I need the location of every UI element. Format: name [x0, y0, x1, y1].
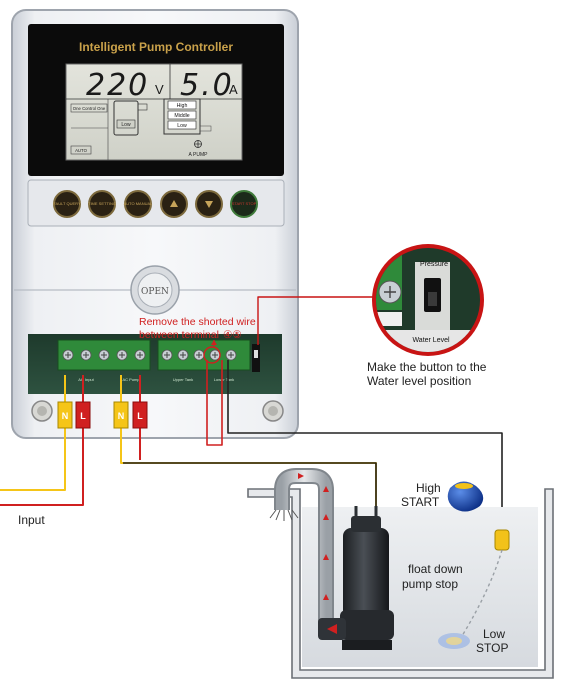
float-switch-high: [447, 481, 510, 551]
flow-arrow-icon: [298, 473, 304, 479]
float-note-line1: float down: [408, 562, 463, 576]
wires: [0, 296, 503, 520]
lcd-level-low: Low: [177, 123, 187, 129]
svg-text:N: N: [62, 411, 69, 421]
shorted-terminal-marker: [203, 346, 221, 364]
lcd-auto-label: AUTO: [75, 148, 88, 153]
callout-instruction-line1: Make the button to the: [367, 360, 487, 374]
flow-arrow-icon: [327, 624, 337, 634]
down-arrow-icon: [205, 201, 213, 208]
svg-text:TIME SETTING: TIME SETTING: [88, 201, 116, 206]
flow-arrow-icon: [323, 486, 329, 492]
up-arrow-icon: [170, 200, 178, 207]
terminal-group-ac-pump: AC Pump: [122, 377, 140, 382]
terminal-note-line1: Remove the shorted wire: [139, 316, 256, 328]
control-buttons: FAULT QUERY TIME SETTING AUTO MANUAL STA…: [53, 190, 258, 218]
controller-title: Intelligent Pump Controller: [79, 40, 233, 54]
svg-text:FAULT QUERY: FAULT QUERY: [53, 201, 81, 206]
lcd-tank-icon: [113, 100, 148, 136]
lcd-fan-icon: [194, 140, 202, 148]
float-switch-low: [438, 633, 470, 649]
lcd-level-middle: Middle: [174, 113, 189, 119]
terminal-group-upper-tank: Upper Tank: [173, 377, 193, 382]
svg-text:START STOP: START STOP: [232, 201, 257, 206]
screw-right-icon: [262, 400, 284, 422]
wire-tag-live-pump: L: [132, 401, 148, 429]
terminal-note-numbers: ④⑤: [223, 329, 242, 341]
discharge-pipe: [269, 468, 334, 626]
lcd-tank-level: Low: [121, 122, 131, 128]
low-level-label: Low: [483, 627, 505, 641]
lcd-level-high: High: [177, 103, 188, 109]
wire-tag-neutral-input: N: [57, 401, 73, 429]
float-cable-path: [461, 549, 503, 637]
stop-label: STOP: [476, 641, 508, 655]
high-level-label: High: [416, 481, 441, 495]
flow-arrow-icon: [323, 554, 329, 560]
input-label: Input: [18, 513, 45, 527]
svg-text:L: L: [137, 411, 143, 421]
terminal-group-lower-tank: Lower Tank: [214, 377, 234, 382]
flow-arrow-icon: [323, 594, 329, 600]
wire-tag-neutral-pump: N: [113, 401, 129, 429]
start-label: START: [401, 495, 440, 509]
time-setting-button[interactable]: TIME SETTING: [88, 190, 116, 218]
svg-text:AUTO MANUAL: AUTO MANUAL: [124, 201, 154, 206]
current-unit: A: [229, 82, 238, 97]
svg-text:OPEN: OPEN: [141, 287, 169, 297]
terminal-block: [57, 339, 260, 372]
controller-case: Intelligent Pump Controller 220 V 5.0 A …: [11, 9, 299, 439]
callout-instruction-line2: Water level position: [367, 374, 471, 388]
voltage-readout: 220: [86, 68, 149, 103]
terminal-note-line2: between terminal: [139, 329, 219, 341]
screw-left-icon: [31, 400, 53, 422]
callout-pressure-label: Pressure: [420, 261, 448, 268]
flow-arrow-icon: [323, 514, 329, 520]
wire-tag-live-input: L: [75, 401, 91, 429]
submersible-pump: [318, 506, 394, 650]
terminal-group-ac-input: AC Input: [78, 377, 94, 382]
current-readout: 5.0: [180, 68, 234, 103]
svg-text:N: N: [118, 411, 125, 421]
auto-manual-button[interactable]: AUTO MANUAL: [124, 190, 154, 218]
svg-text:L: L: [80, 411, 86, 421]
lcd-pump-label: A PUMP: [189, 152, 209, 158]
lcd-mode-label: One Control One: [73, 106, 106, 111]
up-button[interactable]: [160, 190, 188, 218]
float-note-line2: pump stop: [402, 577, 458, 591]
arrow-up-icon: [211, 340, 217, 345]
start-stop-button[interactable]: START STOP: [230, 190, 258, 218]
fault-query-button[interactable]: FAULT QUERY: [53, 190, 81, 218]
switch-callout: Pressure Water Level: [372, 244, 484, 356]
voltage-unit: V: [155, 82, 164, 97]
callout-water-level-label: Water Level: [412, 337, 450, 344]
open-button[interactable]: OPEN: [130, 265, 180, 315]
down-button[interactable]: [195, 190, 223, 218]
